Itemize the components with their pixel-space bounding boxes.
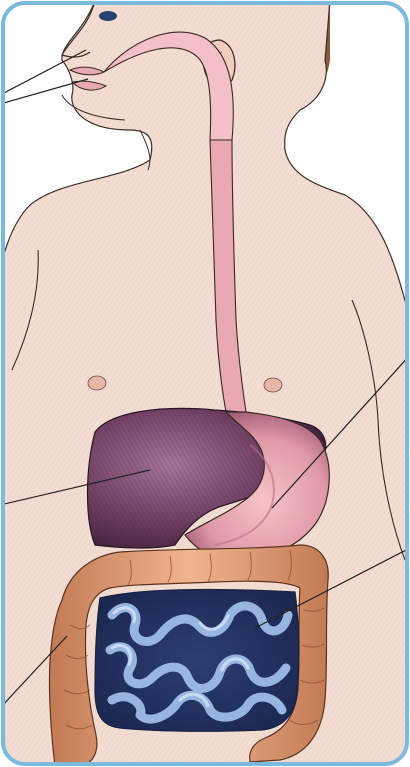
right-nipple: [264, 378, 282, 392]
eye: [99, 11, 117, 21]
left-nipple: [88, 376, 106, 390]
small-intestine: [95, 590, 299, 732]
